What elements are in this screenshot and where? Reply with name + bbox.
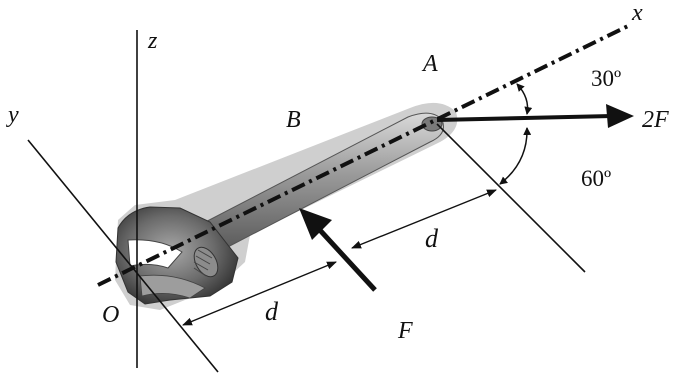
y-axis-line (27, 139, 219, 373)
dimension-line-upper (351, 189, 497, 249)
distance-label-upper: d (425, 224, 439, 253)
point-a-label: A (421, 51, 438, 77)
force-f-label: F (397, 318, 413, 344)
force-2f-label: 2F (642, 107, 669, 133)
angle-60-label: 60º (581, 166, 611, 191)
x-axis-label: x (631, 0, 643, 26)
y-axis-label: y (6, 102, 19, 128)
x-axis-line (97, 24, 629, 287)
point-b-label: B (286, 107, 301, 133)
force-f-arrowhead (299, 208, 332, 240)
angle-arc-30 (516, 83, 533, 115)
dimension-line-lower (182, 261, 337, 326)
z-axis-label: z (147, 28, 158, 54)
origin-label: O (102, 302, 119, 328)
force-2f-arrow (436, 114, 613, 122)
force-2f-arrowhead (606, 104, 634, 128)
force-f-arrow (316, 226, 377, 292)
wrench-jaw (127, 239, 183, 269)
angle-arc-60 (499, 127, 532, 185)
extension-line-a (436, 123, 586, 273)
angle-30-label: 30º (591, 66, 621, 91)
distance-label-lower: d (265, 297, 279, 326)
